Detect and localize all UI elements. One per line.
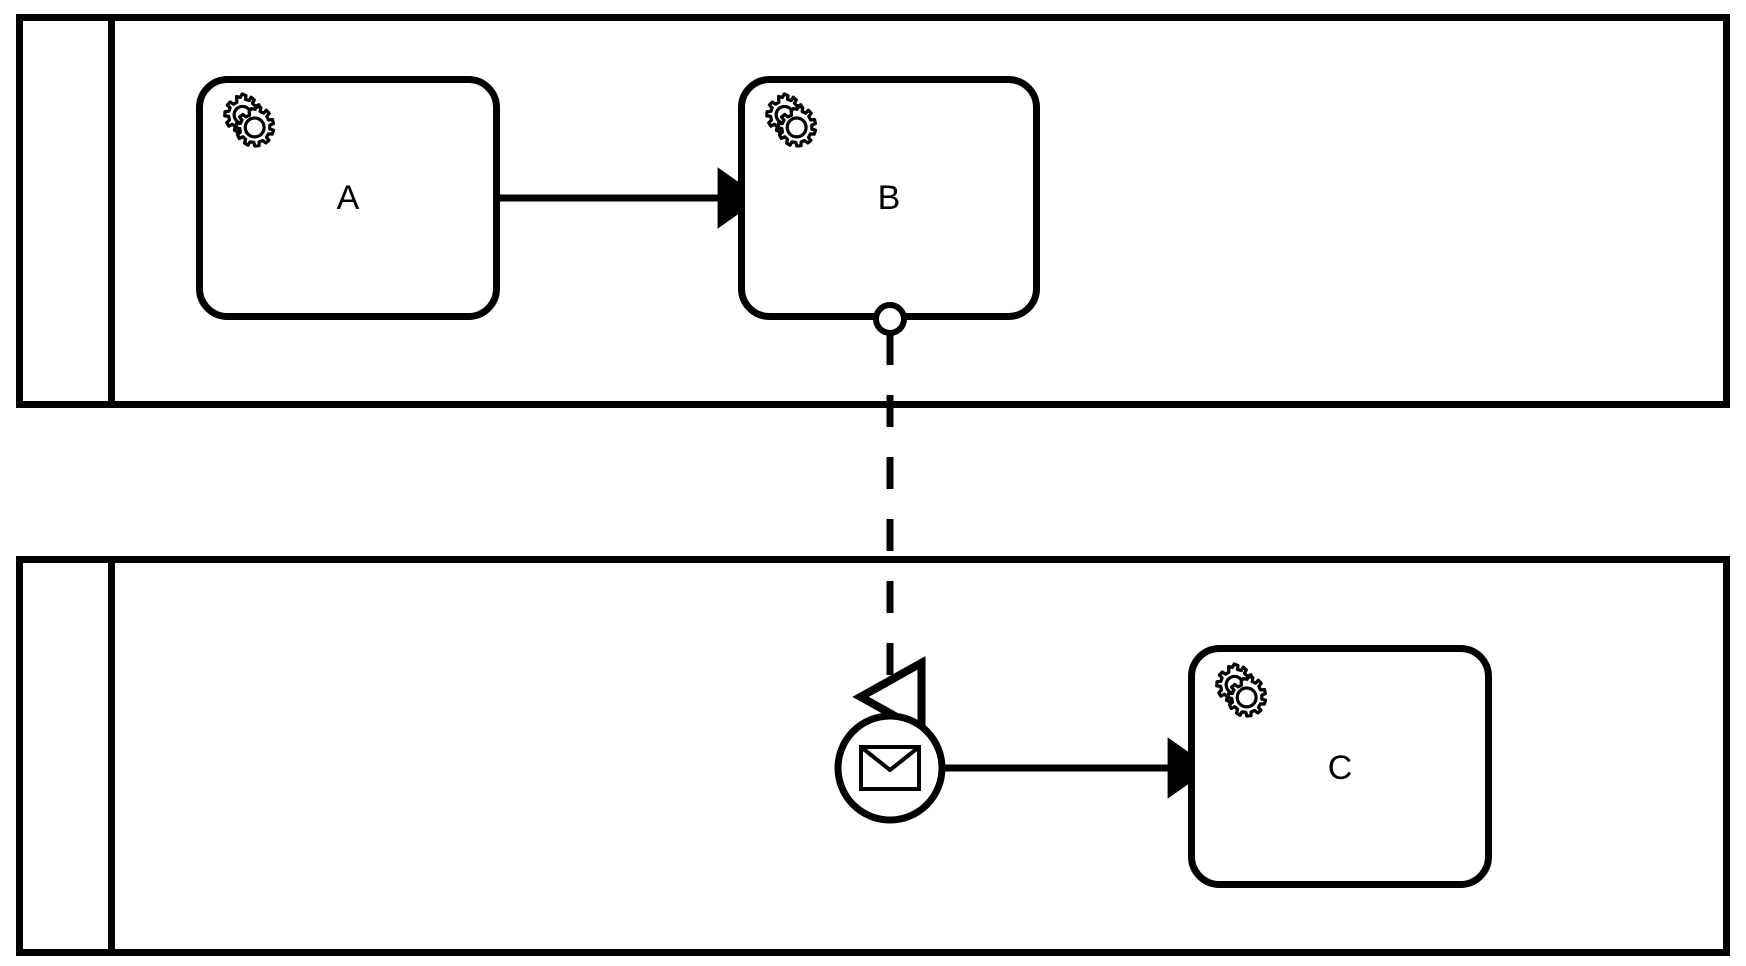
task-a[interactable]: A — [196, 76, 500, 320]
task-c[interactable]: C — [1188, 645, 1492, 888]
task-a-shape — [196, 76, 500, 320]
envelope-icon-flap — [859, 745, 921, 772]
task-b[interactable]: B — [738, 76, 1040, 320]
task-b-label: B — [878, 179, 901, 217]
task-a-label: A — [337, 179, 360, 217]
task-c-shape — [1188, 645, 1492, 888]
message-start-event[interactable] — [834, 712, 946, 824]
boundary-event-b[interactable] — [873, 302, 907, 336]
task-c-label: C — [1328, 749, 1353, 787]
boundary-event-b-circle — [873, 302, 907, 336]
